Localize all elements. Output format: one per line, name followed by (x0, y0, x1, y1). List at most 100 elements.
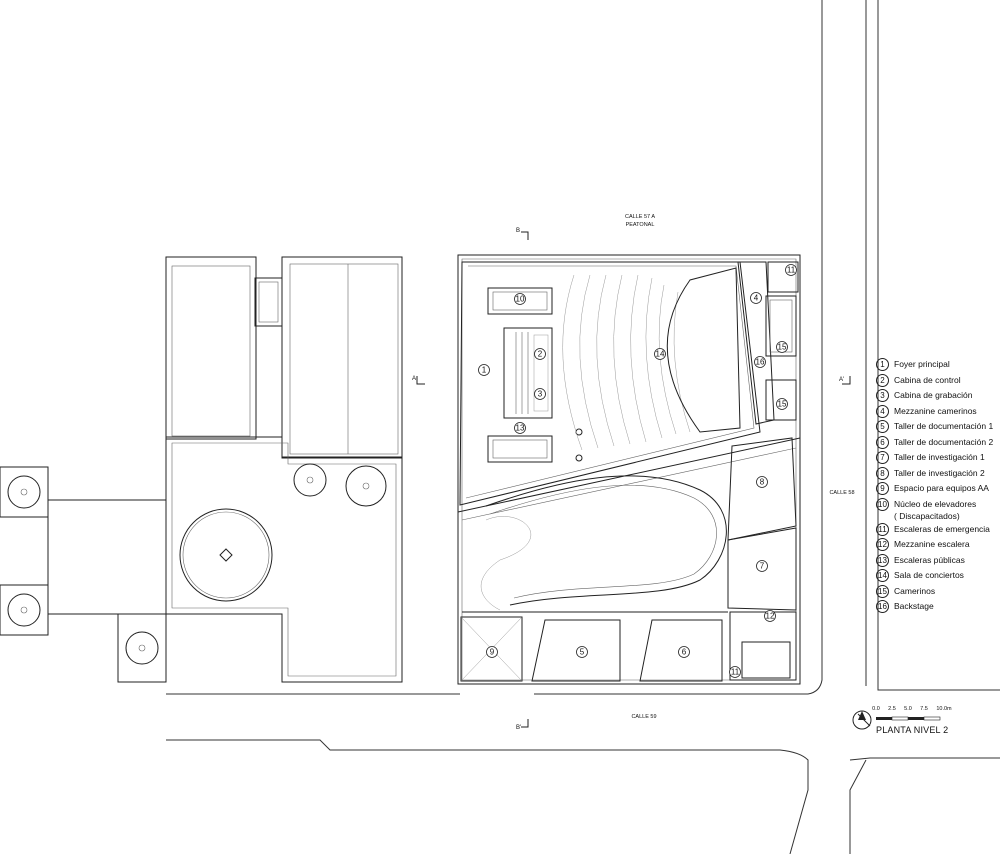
legend-label: Sala de conciertos (894, 570, 964, 580)
section-mark-b-prime: B' (516, 725, 521, 731)
legend-label: Taller de documentación 2 (894, 436, 994, 447)
legend-item: 7 Taller de investigación 1 (876, 451, 1000, 467)
scale-tick-label: 0.0 (872, 706, 880, 712)
plan-number: 13 (514, 422, 526, 434)
legend-label: Backstage (894, 601, 934, 611)
plan-number: 15 (776, 398, 788, 410)
north-arrow-icon (852, 710, 872, 730)
plan-number: 16 (754, 356, 766, 368)
legend-label: Cabina de grabación (894, 390, 973, 400)
svg-text:12: 12 (766, 612, 775, 621)
plan-number: 12 (764, 610, 776, 622)
scale-tick-label: 7.5 (920, 706, 928, 712)
legend-item: 8 Taller de investigación 2 (876, 466, 1000, 483)
svg-text:5: 5 (580, 648, 585, 657)
legend-number: 2 (876, 373, 889, 387)
scale-tick-label: 5.0 (904, 706, 912, 712)
plan-number: 1 (478, 364, 490, 376)
plan-number: 8 (756, 476, 768, 488)
legend-label: Taller de investigación 1 (894, 452, 985, 462)
svg-text:1: 1 (482, 366, 487, 375)
plan-number: 11 (729, 666, 741, 678)
plan-number: 15 (776, 341, 788, 353)
legend-item: 2 Cabina de control (876, 373, 1000, 390)
plan-number: 9 (486, 646, 498, 658)
svg-text:2: 2 (538, 350, 543, 359)
legend-number: 1 (876, 358, 889, 371)
section-mark-a-prime: A' (839, 377, 844, 383)
legend-label: Núcleo de elevadores ( Discapacitados) (894, 498, 977, 521)
plan-number: 4 (750, 292, 762, 304)
legend-number: 16 (876, 600, 889, 613)
plan-number: 11 (785, 264, 797, 276)
adjacent-building (0, 256, 403, 683)
legend-label: Espacio para equipos AA (894, 483, 989, 493)
section-marks: B B' A A' (412, 228, 851, 731)
svg-text:9: 9 (490, 648, 495, 657)
legend-label: Mezzanine escalera (894, 539, 970, 549)
section-mark-b: B (516, 228, 520, 234)
legend-label: Camerinos (894, 585, 936, 596)
svg-text:14: 14 (656, 350, 665, 359)
svg-text:11: 11 (787, 266, 796, 275)
plan-number: 10 (514, 293, 526, 305)
legend-label: Escaleras de emergencia (894, 523, 990, 534)
legend-number: 9 (876, 482, 889, 495)
legend-item: 3 Cabina de grabación (876, 389, 1000, 405)
scale-bar: 0.0 2.5 5.0 7.5 10.0m (852, 706, 992, 742)
svg-text:3: 3 (538, 390, 543, 399)
legend-number: 4 (876, 404, 889, 418)
plan-number: 5 (576, 646, 588, 658)
legend-number: 10 (876, 497, 889, 511)
legend-label: Escaleras públicas (894, 554, 965, 565)
street-east-name: CALLE 58 (829, 490, 854, 496)
legend-item: 10 Núcleo de elevadores ( Discapacitados) (876, 497, 1000, 523)
scale-tick-label: 10.0m (936, 706, 952, 712)
plan-number: 7 (756, 560, 768, 572)
svg-text:8: 8 (760, 478, 765, 487)
legend-number: 8 (876, 466, 889, 480)
legend-number: 3 (876, 389, 889, 402)
legend-number: 7 (876, 451, 889, 464)
street-south-name: CALLE 59 (631, 714, 656, 720)
street-north-subname: PEATONAL (626, 222, 655, 228)
svg-text:10: 10 (516, 295, 525, 304)
legend-number: 6 (876, 435, 889, 449)
scale-bar-graphic (876, 716, 941, 721)
legend-label: Cabina de control (894, 374, 961, 385)
legend: 1 Foyer principal 2 Cabina de control 3 Cab… (876, 358, 1000, 616)
legend-item: 16 Backstage (876, 600, 1000, 616)
legend-label: Taller de investigación 2 (894, 467, 985, 478)
svg-text:13: 13 (516, 424, 525, 433)
concert-hall-block (459, 261, 799, 506)
legend-number: 14 (876, 569, 889, 582)
legend-label: Taller de documentación 1 (894, 421, 994, 431)
street-north-name: CALLE 57 A (625, 214, 655, 220)
street-labels: CALLE 57 A PEATONAL CALLE 59 CALLE 58 (625, 214, 855, 720)
legend-label: Foyer principal (894, 359, 950, 369)
svg-text:6: 6 (682, 648, 687, 657)
plan-number: 2 (534, 348, 546, 360)
street-edges (166, 0, 1000, 854)
legend-item: 12 Mezzanine escalera (876, 538, 1000, 554)
svg-text:16: 16 (756, 358, 765, 367)
scale-tick-label: 2.5 (888, 706, 896, 712)
legend-item: 1 Foyer principal (876, 358, 1000, 374)
svg-text:15: 15 (778, 343, 787, 352)
workshops-block (460, 437, 797, 682)
svg-text:4: 4 (754, 294, 759, 303)
plan-number: 6 (678, 646, 690, 658)
legend-number: 5 (876, 420, 889, 433)
legend-number: 12 (876, 538, 889, 551)
plan-number: 14 (654, 348, 666, 360)
plan-title: PLANTA NIVEL 2 (876, 725, 949, 735)
svg-text:7: 7 (760, 562, 765, 571)
svg-text:11: 11 (731, 668, 740, 677)
plan-number: 3 (534, 388, 546, 400)
legend-item: 14 Sala de conciertos (876, 569, 1000, 585)
